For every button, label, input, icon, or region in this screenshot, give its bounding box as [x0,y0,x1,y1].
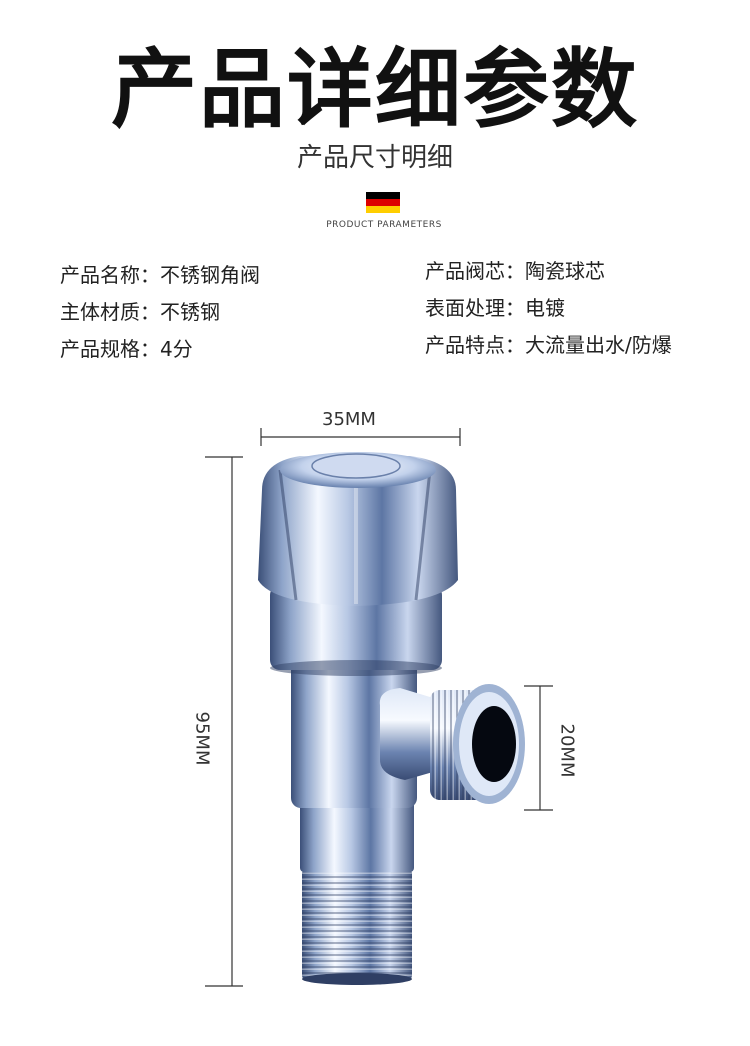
page-title: 产品详细参数 [111,40,639,140]
spec-key: 产品阀芯： [425,259,525,283]
side-outlet [379,684,525,804]
page-subtitle: 产品尺寸明细 [296,143,453,173]
bottom-inlet [302,868,412,985]
spec-value: 陶瓷球芯 [525,259,605,283]
dim-width-label: 35MM [322,409,376,430]
spec-item-size: 产品规格：4分 [60,335,193,363]
spec-key: 主体材质： [60,300,160,324]
spec-key: 产品规格： [60,337,160,361]
dimension-lines [205,428,553,987]
spec-value: 不锈钢 [160,300,220,324]
spec-item-name: 产品名称：不锈钢角阀 [60,261,260,289]
spec-value: 电镀 [525,296,565,320]
spec-key: 表面处理： [425,296,525,320]
spec-item-feature: 产品特点：大流量出水/防爆 [425,331,672,359]
valve-collar [270,585,442,670]
spec-item-surface: 表面处理：电镀 [425,294,565,322]
spec-item-material: 主体材质：不锈钢 [60,298,220,326]
flag-caption: PRODUCT PARAMETERS [326,220,442,230]
spec-key: 产品名称： [60,263,160,287]
german-flag-icon [366,192,400,213]
spec-value: 不锈钢角阀 [160,263,260,287]
spec-value: 大流量出水/防爆 [525,333,672,357]
spec-item-core: 产品阀芯：陶瓷球芯 [425,257,605,285]
spec-value: 4分 [160,337,193,361]
handle-cap [258,452,458,606]
lower-body [300,800,414,872]
spec-key: 产品特点： [425,333,525,357]
